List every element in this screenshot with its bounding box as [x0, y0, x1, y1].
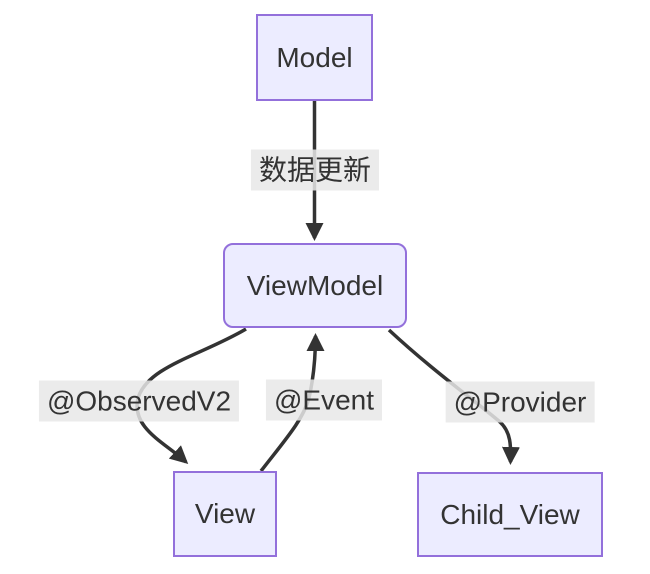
- node-child-view: Child_View: [417, 472, 603, 557]
- edge-label-event: @Event: [265, 379, 383, 421]
- node-view: View: [173, 471, 277, 557]
- node-view-label: View: [194, 498, 256, 529]
- node-viewmodel: ViewModel: [223, 243, 407, 328]
- edge-label-provider: @Provider: [445, 381, 595, 423]
- node-child-view-label: Child_View: [440, 498, 580, 530]
- node-viewmodel-label: ViewModel: [246, 269, 384, 301]
- node-model-label: Model: [276, 41, 353, 73]
- edge-label-observedv2: @ObservedV2: [38, 380, 240, 422]
- edge-label-data-update: 数据更新: [250, 149, 380, 191]
- node-model: Model: [256, 14, 373, 101]
